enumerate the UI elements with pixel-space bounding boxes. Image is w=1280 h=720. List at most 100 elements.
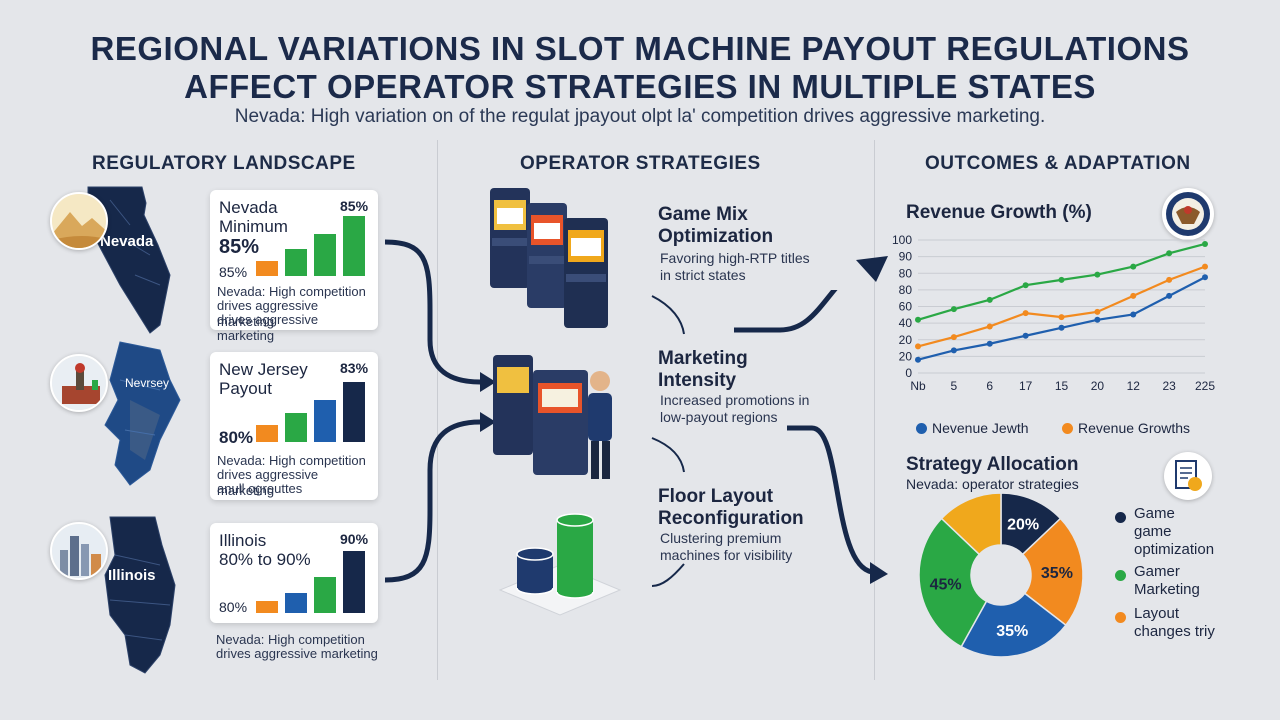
strategy-3-desc: Clustering premium machines for visibili… xyxy=(660,530,792,564)
connector-arrows-left xyxy=(384,239,496,583)
column-heading-regulatory: REGULATORY LANDSCAPE xyxy=(92,153,356,174)
x-tick-label: 17 xyxy=(1019,379,1033,393)
y-tick-label: 100 xyxy=(892,233,912,247)
x-tick-label: 20 xyxy=(1091,379,1105,393)
state-bar xyxy=(314,400,336,442)
series-3-point xyxy=(1058,276,1065,283)
desert-icon xyxy=(50,192,108,250)
y-tick-label: 20 xyxy=(899,349,913,363)
pie-legend-2-label: Gamer Marketing xyxy=(1134,563,1200,599)
strategy-1-desc-line-2: in strict states xyxy=(660,267,746,283)
legend-series-2-swatch xyxy=(1062,423,1073,434)
pie-slice xyxy=(918,517,988,648)
x-tick-label: Nb xyxy=(910,379,926,393)
pie-legend-3-label: Layout changes triy xyxy=(1134,605,1215,641)
series-3-point xyxy=(915,316,921,323)
column-divider-2 xyxy=(874,140,875,680)
series-2-point xyxy=(1094,308,1101,315)
strategy-1-title: Game Mix Optimization xyxy=(658,204,773,248)
y-tick-label: 20 xyxy=(899,333,913,347)
pie-legend-2-swatch xyxy=(1115,570,1126,581)
new-jersey-card: New Jersey Payout 83% 80% Nevada: High c… xyxy=(210,352,378,500)
new-jersey-top-pct: 83% xyxy=(340,360,369,376)
new-jersey-note-3: anull ogreuttes xyxy=(217,481,303,496)
series-2-point xyxy=(950,334,957,341)
state-bar xyxy=(343,551,365,613)
series-1-point xyxy=(986,340,993,347)
x-tick-label: 225 xyxy=(1195,379,1215,393)
pie-slice xyxy=(960,592,1067,658)
page-subtitle: Nevada: High variation on of the regulat… xyxy=(234,106,1046,127)
city-landmark-icon xyxy=(50,354,108,412)
nevada-base-pct: 85% xyxy=(219,264,248,280)
casino-chips-illustration xyxy=(498,513,622,616)
nevada-card-big: 85% xyxy=(219,236,260,258)
pie-legend-1-line-2: game xyxy=(1134,523,1172,540)
state-bar xyxy=(256,601,278,613)
state-bar xyxy=(285,249,307,276)
illinois-bar-chart xyxy=(256,551,371,613)
series-1-point xyxy=(950,347,957,354)
pie-slice-label: 45% xyxy=(930,576,962,593)
state-bar xyxy=(343,216,365,276)
strategy-2-desc-line-2: low-payout regions xyxy=(660,409,778,425)
strategy-3-desc-line-2: machines for visibility xyxy=(660,547,793,563)
series-2-point xyxy=(1202,263,1208,270)
illinois-card: Illinois 80% to 90% 90% 80% xyxy=(210,523,378,623)
series-2-point xyxy=(1058,314,1065,321)
series-3-point xyxy=(1130,263,1137,270)
illinois-note-2: drives aggressive marketing xyxy=(216,646,378,661)
pie-chart-title: Strategy Allocation xyxy=(906,454,1079,475)
pie-slice-label: 35% xyxy=(996,623,1028,640)
new-jersey-map: Nevrsey xyxy=(100,340,185,490)
page-title: REGIONAL VARIATIONS IN SLOT MACHINE PAYO… xyxy=(0,30,1280,106)
strategy-2-title-line-2: Intensity xyxy=(658,370,737,391)
pie-legend-3-line-1: Layout xyxy=(1134,605,1180,622)
state-bar xyxy=(256,261,278,276)
nevada-note-1: Nevada: High competition xyxy=(217,284,366,299)
skyline-icon xyxy=(50,522,108,580)
x-tick-label: 23 xyxy=(1162,379,1176,393)
illinois-base-pct: 80% xyxy=(219,599,248,615)
series-2-point xyxy=(1022,310,1029,317)
illinois-top-pct: 90% xyxy=(340,531,369,547)
pie-legend-3-line-2: changes triy xyxy=(1134,623,1215,640)
new-jersey-note-1: Nevada: High competition xyxy=(217,453,366,468)
series-3-point xyxy=(1094,271,1101,278)
legend-series-1-label: Nevenue Jewth xyxy=(932,420,1029,436)
pie-legend-2-line-1: Gamer xyxy=(1134,563,1180,580)
title-line-2: AFFECT OPERATOR STRATEGIES IN MULTIPLE S… xyxy=(184,68,1096,105)
new-jersey-bar-chart xyxy=(256,382,371,442)
pie-legend-2-line-2: Marketing xyxy=(1134,581,1200,598)
line-chart-title: Revenue Growth (%) xyxy=(906,202,1092,223)
column-divider-1 xyxy=(437,140,438,680)
x-tick-label: 12 xyxy=(1127,379,1141,393)
series-1-point xyxy=(1130,311,1137,318)
series-3-point xyxy=(1202,240,1208,247)
nevada-card: Nevada Minimum 85% 85% 85% Nevada: High … xyxy=(210,190,378,343)
strategy-2-title: Marketing Intensity xyxy=(658,348,748,392)
nevada-map: Nevada xyxy=(80,185,180,335)
x-tick-label: 6 xyxy=(986,379,993,393)
state-bar xyxy=(256,425,278,442)
nevada-map-label: Nevada xyxy=(100,233,154,250)
government-seal-icon xyxy=(1162,188,1214,240)
strategy-3-title: Floor Layout Reconfiguration xyxy=(658,486,804,530)
slot-machines-illustration xyxy=(490,188,608,328)
pie-chart-subtitle: Nevada: operator strategies xyxy=(906,476,1079,492)
series-2-point xyxy=(986,323,993,330)
nevada-top-pct: 85% xyxy=(340,198,369,214)
y-tick-label: 90 xyxy=(899,250,913,264)
new-jersey-map-label: Nevrsey xyxy=(125,376,170,390)
strategy-1-title-line-1: Game Mix xyxy=(658,204,748,225)
strategy-1-title-line-2: Optimization xyxy=(658,226,774,247)
series-3-point xyxy=(950,306,957,313)
nevada-card-subtitle: Minimum xyxy=(219,217,288,236)
x-tick-label: 5 xyxy=(951,379,958,393)
series-2-point xyxy=(915,343,921,350)
y-tick-label: 0 xyxy=(905,366,912,380)
strategy-1-desc: Favoring high-RTP titles in strict state… xyxy=(660,250,810,284)
pie-legend-1-line-3: optimization xyxy=(1134,541,1215,558)
new-jersey-card-title: New Jersey xyxy=(219,360,308,379)
state-bar xyxy=(343,382,365,442)
